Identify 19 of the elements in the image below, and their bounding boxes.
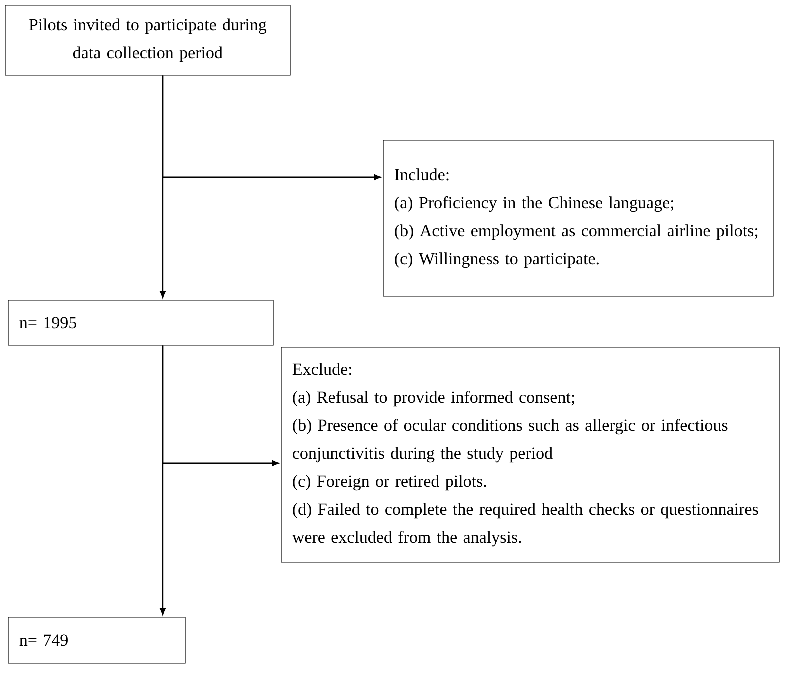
box-text: n= 1995 (20, 317, 76, 329)
arrow (162, 346, 280, 466)
list-item: (a) Refusal to provide informed consent; (293, 391, 574, 407)
heading-text: Include: (395, 168, 449, 181)
flow-box (383, 140, 774, 297)
arrow (162, 76, 382, 180)
heading-text: Exclude: (292, 363, 352, 376)
list-item: (a) Proficiency in the Chinese language; (395, 196, 674, 212)
box-text: n= 749 (20, 634, 68, 646)
list-item: (c) Willingness to participate. (395, 252, 599, 268)
flow-box (8, 617, 186, 664)
box-text: Pilots invited to participate during data collection period (29, 18, 267, 62)
flow-box (8, 300, 274, 346)
list-item: (c) Foreign or retired pilots. (293, 475, 486, 491)
flow-box (281, 347, 780, 563)
list-item: (d) Failed to complete the required health checks or questionnaires were excluded from the analysis. (292, 503, 758, 547)
list-item: (b) Presence of ocular conditions such as allergic or infectious conjunctivitis during the study period (293, 419, 728, 463)
flow-box (5, 5, 291, 76)
list-item: (b) Active employment as commercial airline pilots; (395, 224, 758, 240)
